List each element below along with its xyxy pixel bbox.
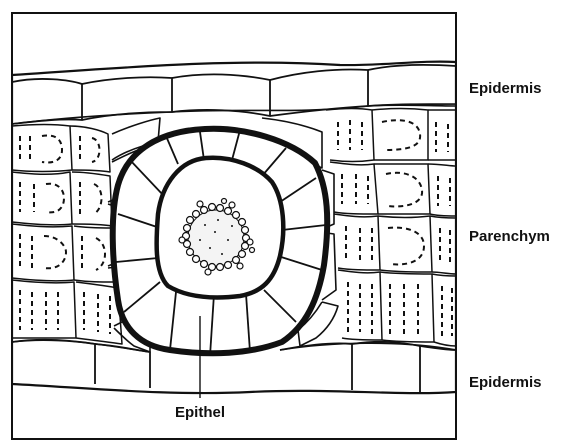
label-epithel: Epithel <box>175 404 225 421</box>
label-parenchym: Parenchym <box>469 228 550 245</box>
label-epidermis-bottom: Epidermis <box>469 374 542 391</box>
label-epidermis-top: Epidermis <box>469 80 542 97</box>
